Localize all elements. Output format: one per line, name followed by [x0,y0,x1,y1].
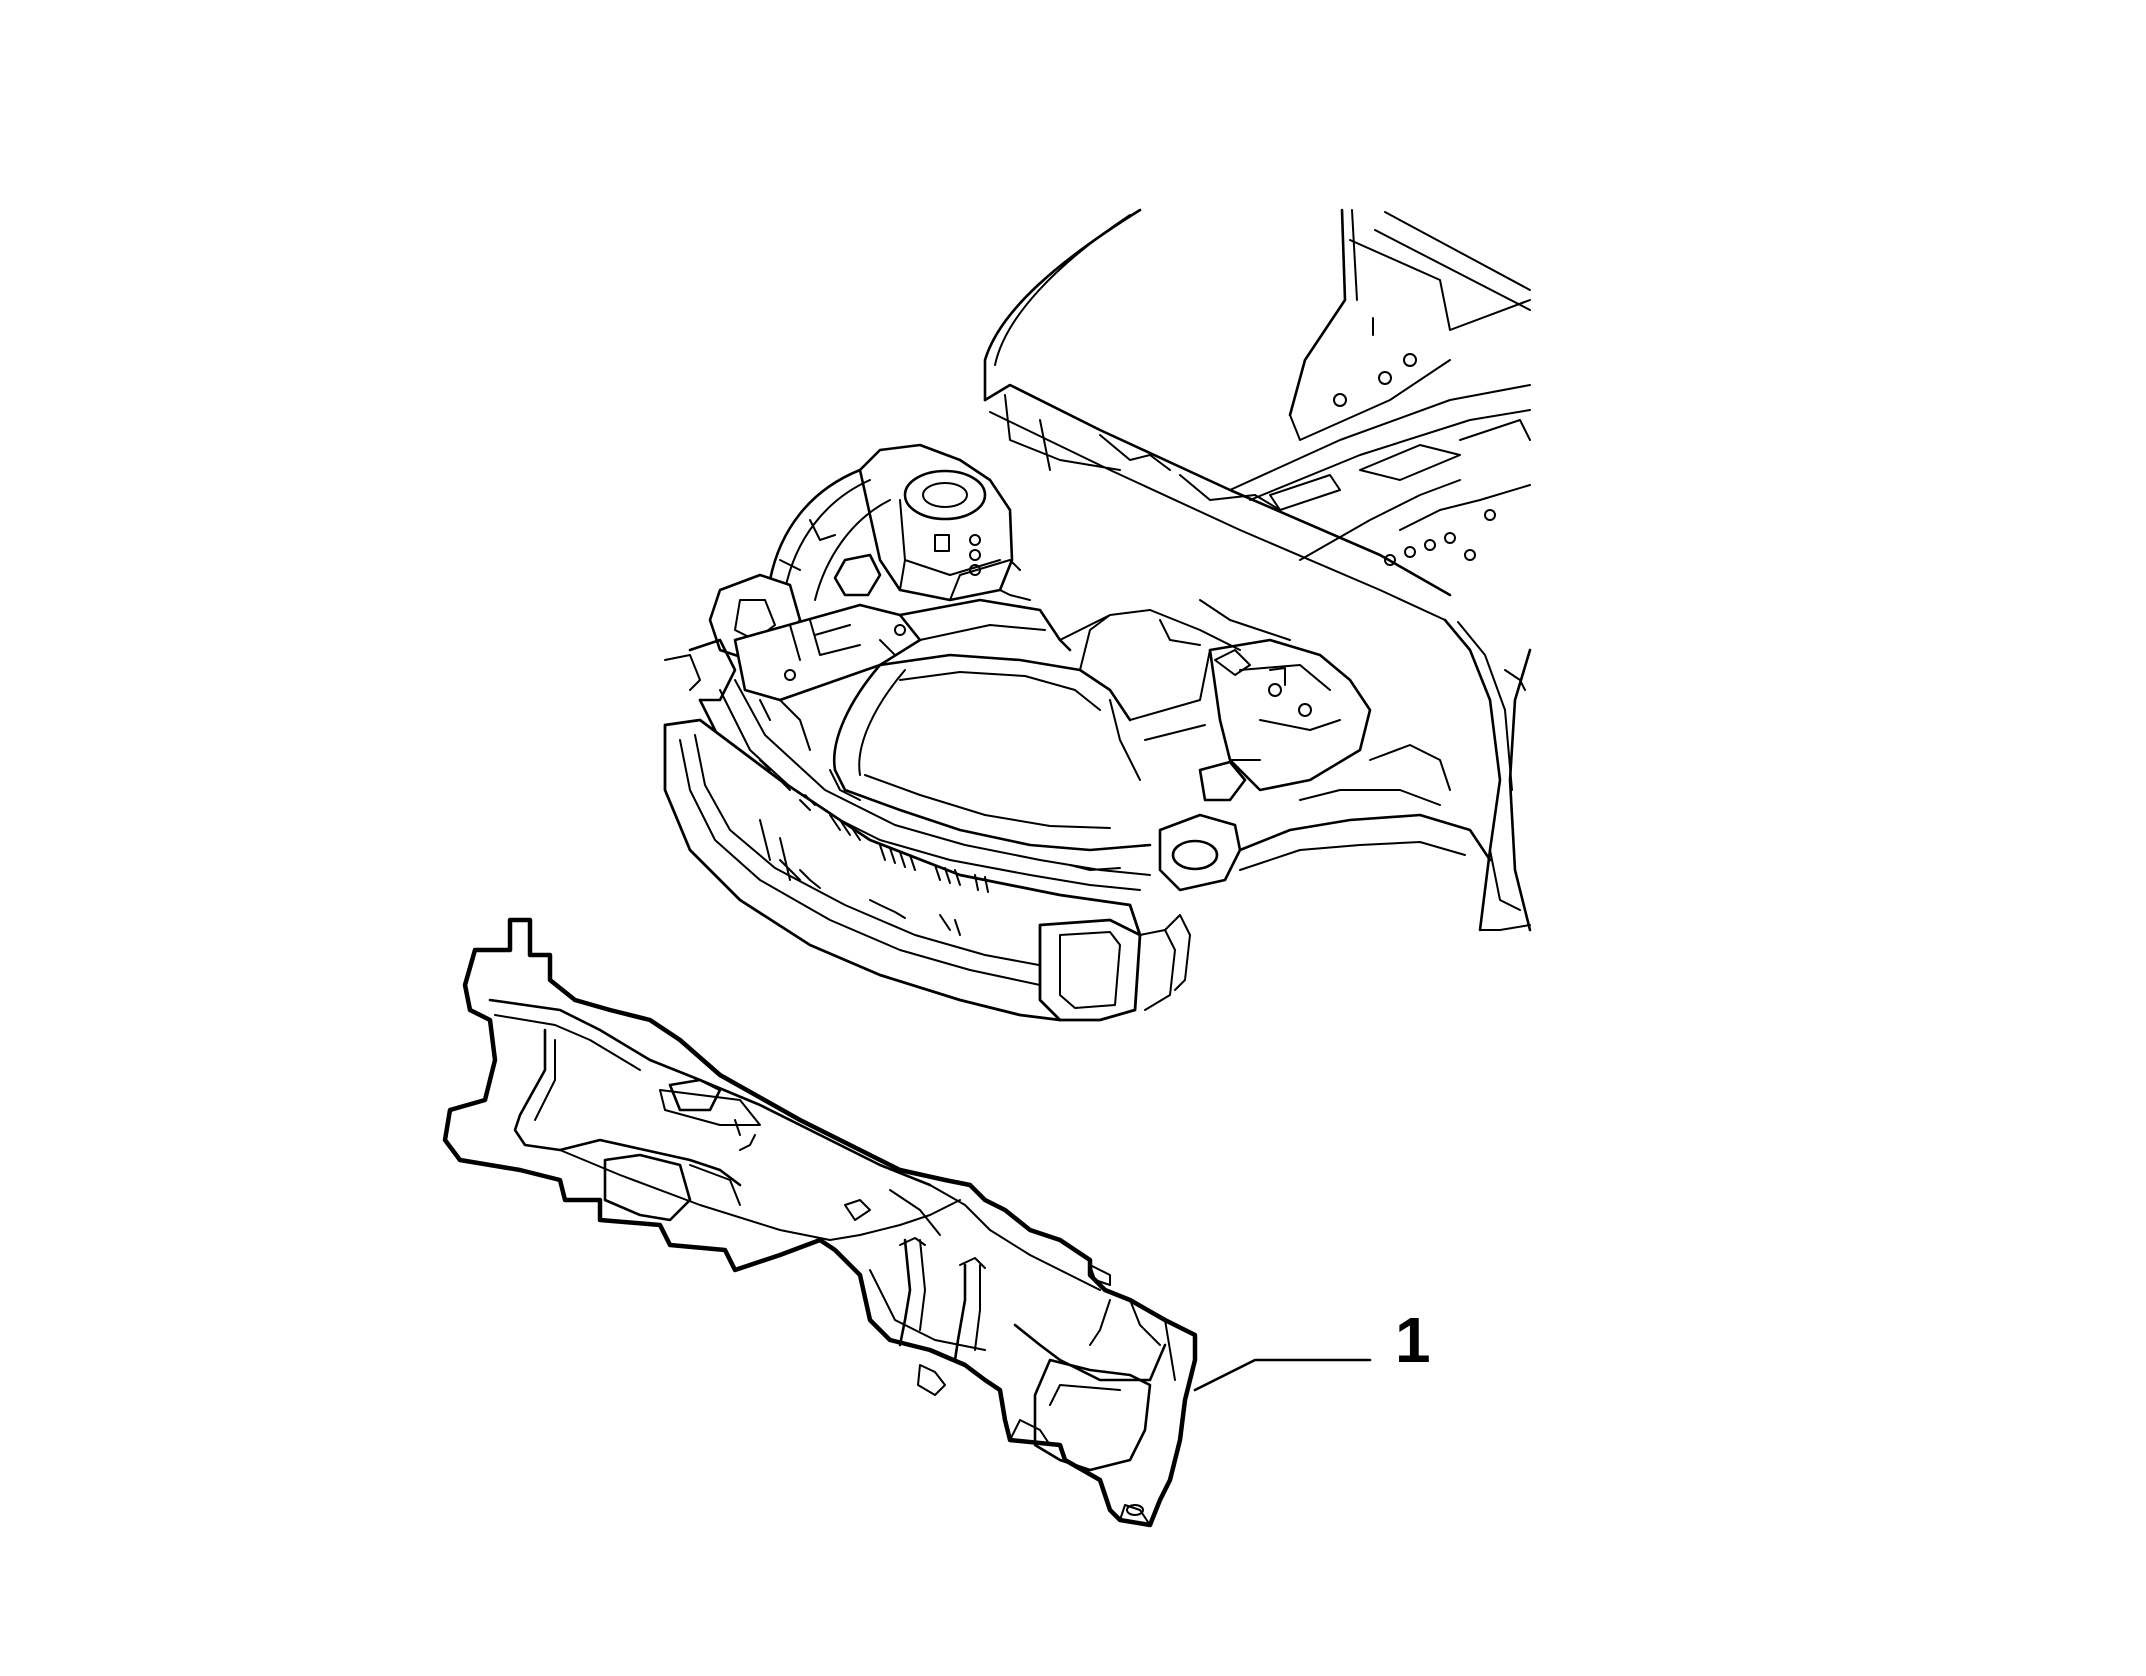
part-1-cowl-insulation-panel [442,917,1198,1528]
vehicle-front-structure [663,208,1532,1022]
callout-leader-line [1193,1358,1372,1392]
callout-label: 1 [1395,1304,1431,1376]
callout-part-1: 1 [1193,1304,1431,1392]
